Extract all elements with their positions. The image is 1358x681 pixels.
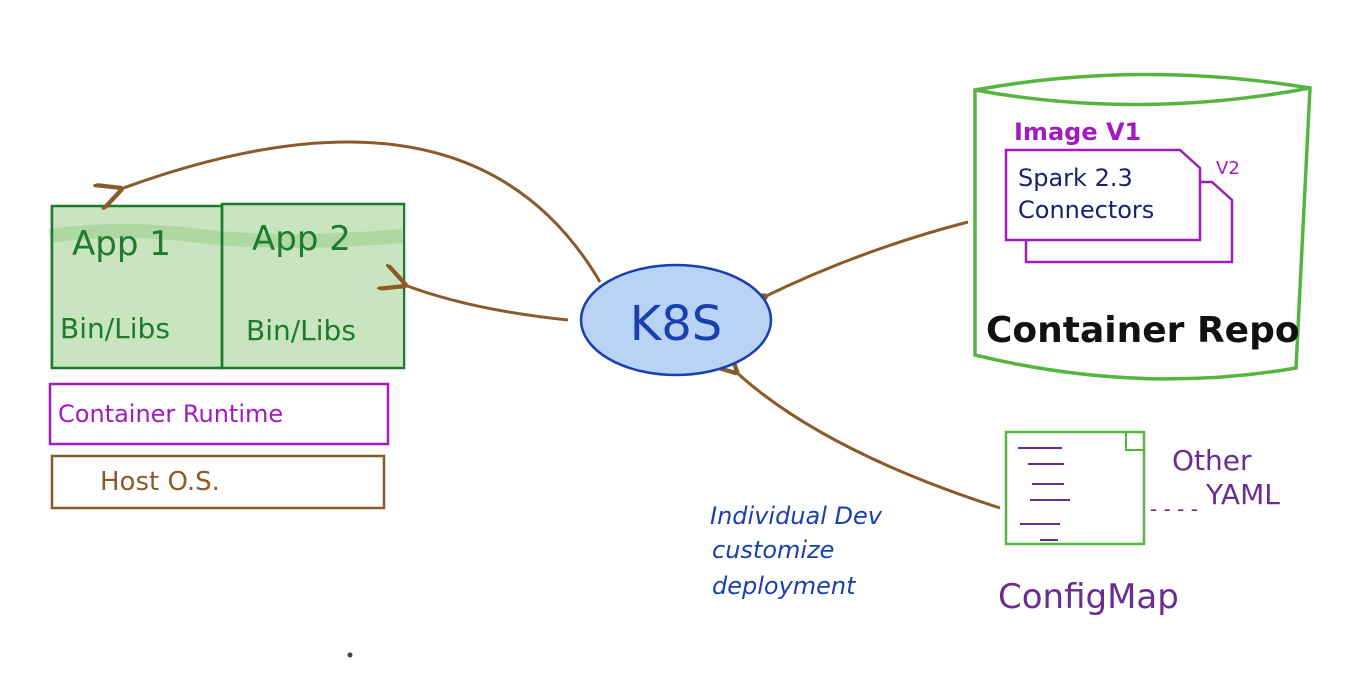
image-v1-box	[1004, 148, 1202, 242]
spark-label: Spark 2.3	[1018, 164, 1133, 192]
arrow-k8s-to-apps	[402, 284, 569, 322]
note-line-1: Individual Dev	[710, 502, 883, 530]
app2-label: App 2	[252, 219, 351, 259]
arrows	[118, 140, 1001, 510]
configmap-doc-fold	[1125, 432, 1144, 451]
repo-cylinder	[973, 72, 1312, 381]
container-runtime-box	[48, 382, 390, 446]
connectors-label: Connectors	[1018, 196, 1154, 224]
configmap-doc-lines	[1018, 447, 1070, 541]
container-repo-label: Container Repo	[986, 310, 1300, 351]
container-repo: Image V1 V2 Spark 2.3 Connectors Contain…	[973, 72, 1312, 381]
yaml-label: YAML	[1205, 478, 1280, 511]
app1-label: App 1	[72, 224, 171, 264]
host-stack: App 1 App 2 Bin/Libs Bin/Libs Container …	[48, 202, 406, 510]
image-v1-label: Image V1	[1014, 118, 1141, 146]
k8s-node: K8S	[579, 263, 773, 377]
stray-dot	[347, 652, 353, 658]
host-os-box	[50, 454, 386, 510]
arrow-repo-to-k8s	[762, 220, 969, 298]
note-line-2: customize	[712, 536, 834, 564]
app1-bin-libs-label: Bin/Libs	[60, 312, 170, 345]
image-v2-label: V2	[1216, 158, 1240, 179]
configmap-doc	[1004, 430, 1146, 546]
repo-cylinder-rim	[974, 86, 1311, 107]
k8s-ellipse	[579, 263, 773, 377]
arrow-configmap-to-k8s	[734, 370, 1001, 510]
app2-bin-libs-label: Bin/Libs	[246, 314, 356, 347]
other-label: Other	[1172, 444, 1252, 477]
k8s-label: K8S	[630, 296, 722, 352]
host-os-label: Host O.S.	[100, 467, 220, 497]
configmap: ConfigMap Other YAML - - - -	[998, 430, 1280, 617]
arrow-k8s-to-app1	[118, 140, 602, 283]
yaml-dots: - - - -	[1150, 497, 1198, 521]
container-runtime-label: Container Runtime	[58, 400, 283, 428]
dev-note: Individual Dev customize deployment	[710, 502, 883, 600]
app-area-highlight	[49, 224, 403, 248]
configmap-label: ConfigMap	[998, 577, 1179, 617]
note-line-3: deployment	[712, 572, 857, 600]
